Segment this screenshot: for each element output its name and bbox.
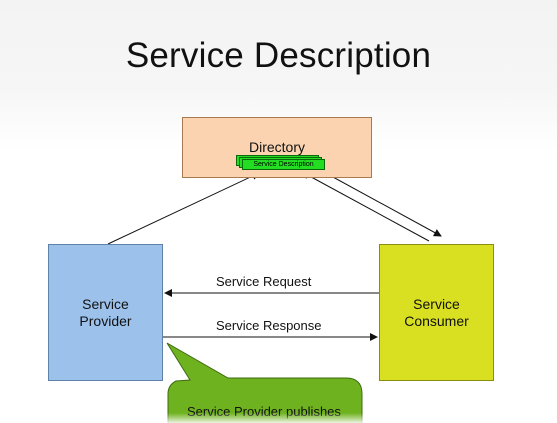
service-description-document: Service Description [236, 155, 326, 171]
directory-node: Directory Service Description [182, 117, 372, 178]
service-provider-node: Service Provider [48, 244, 163, 381]
publish-arrow [107, 172, 260, 245]
find-arrow [301, 171, 430, 242]
service-provider-label: Service Provider [79, 296, 131, 330]
provider-label-line2: Provider [79, 312, 132, 329]
slide-title: Service Description [125, 36, 432, 75]
callout-bubble [166, 342, 363, 423]
document-label: Service Description [242, 159, 325, 170]
directory-label: Directory [248, 139, 305, 155]
provider-label-line1: Service [82, 295, 129, 312]
bottom-fade [0, 413, 557, 423]
consumer-label-line2: Consumer [404, 312, 469, 329]
service-response-label: Service Response [216, 318, 322, 333]
service-request-label: Service Request [216, 274, 312, 289]
consumer-label-line1: Service [413, 295, 460, 312]
service-consumer-label: Service Consumer [404, 296, 469, 330]
service-consumer-node: Service Consumer [379, 244, 494, 381]
